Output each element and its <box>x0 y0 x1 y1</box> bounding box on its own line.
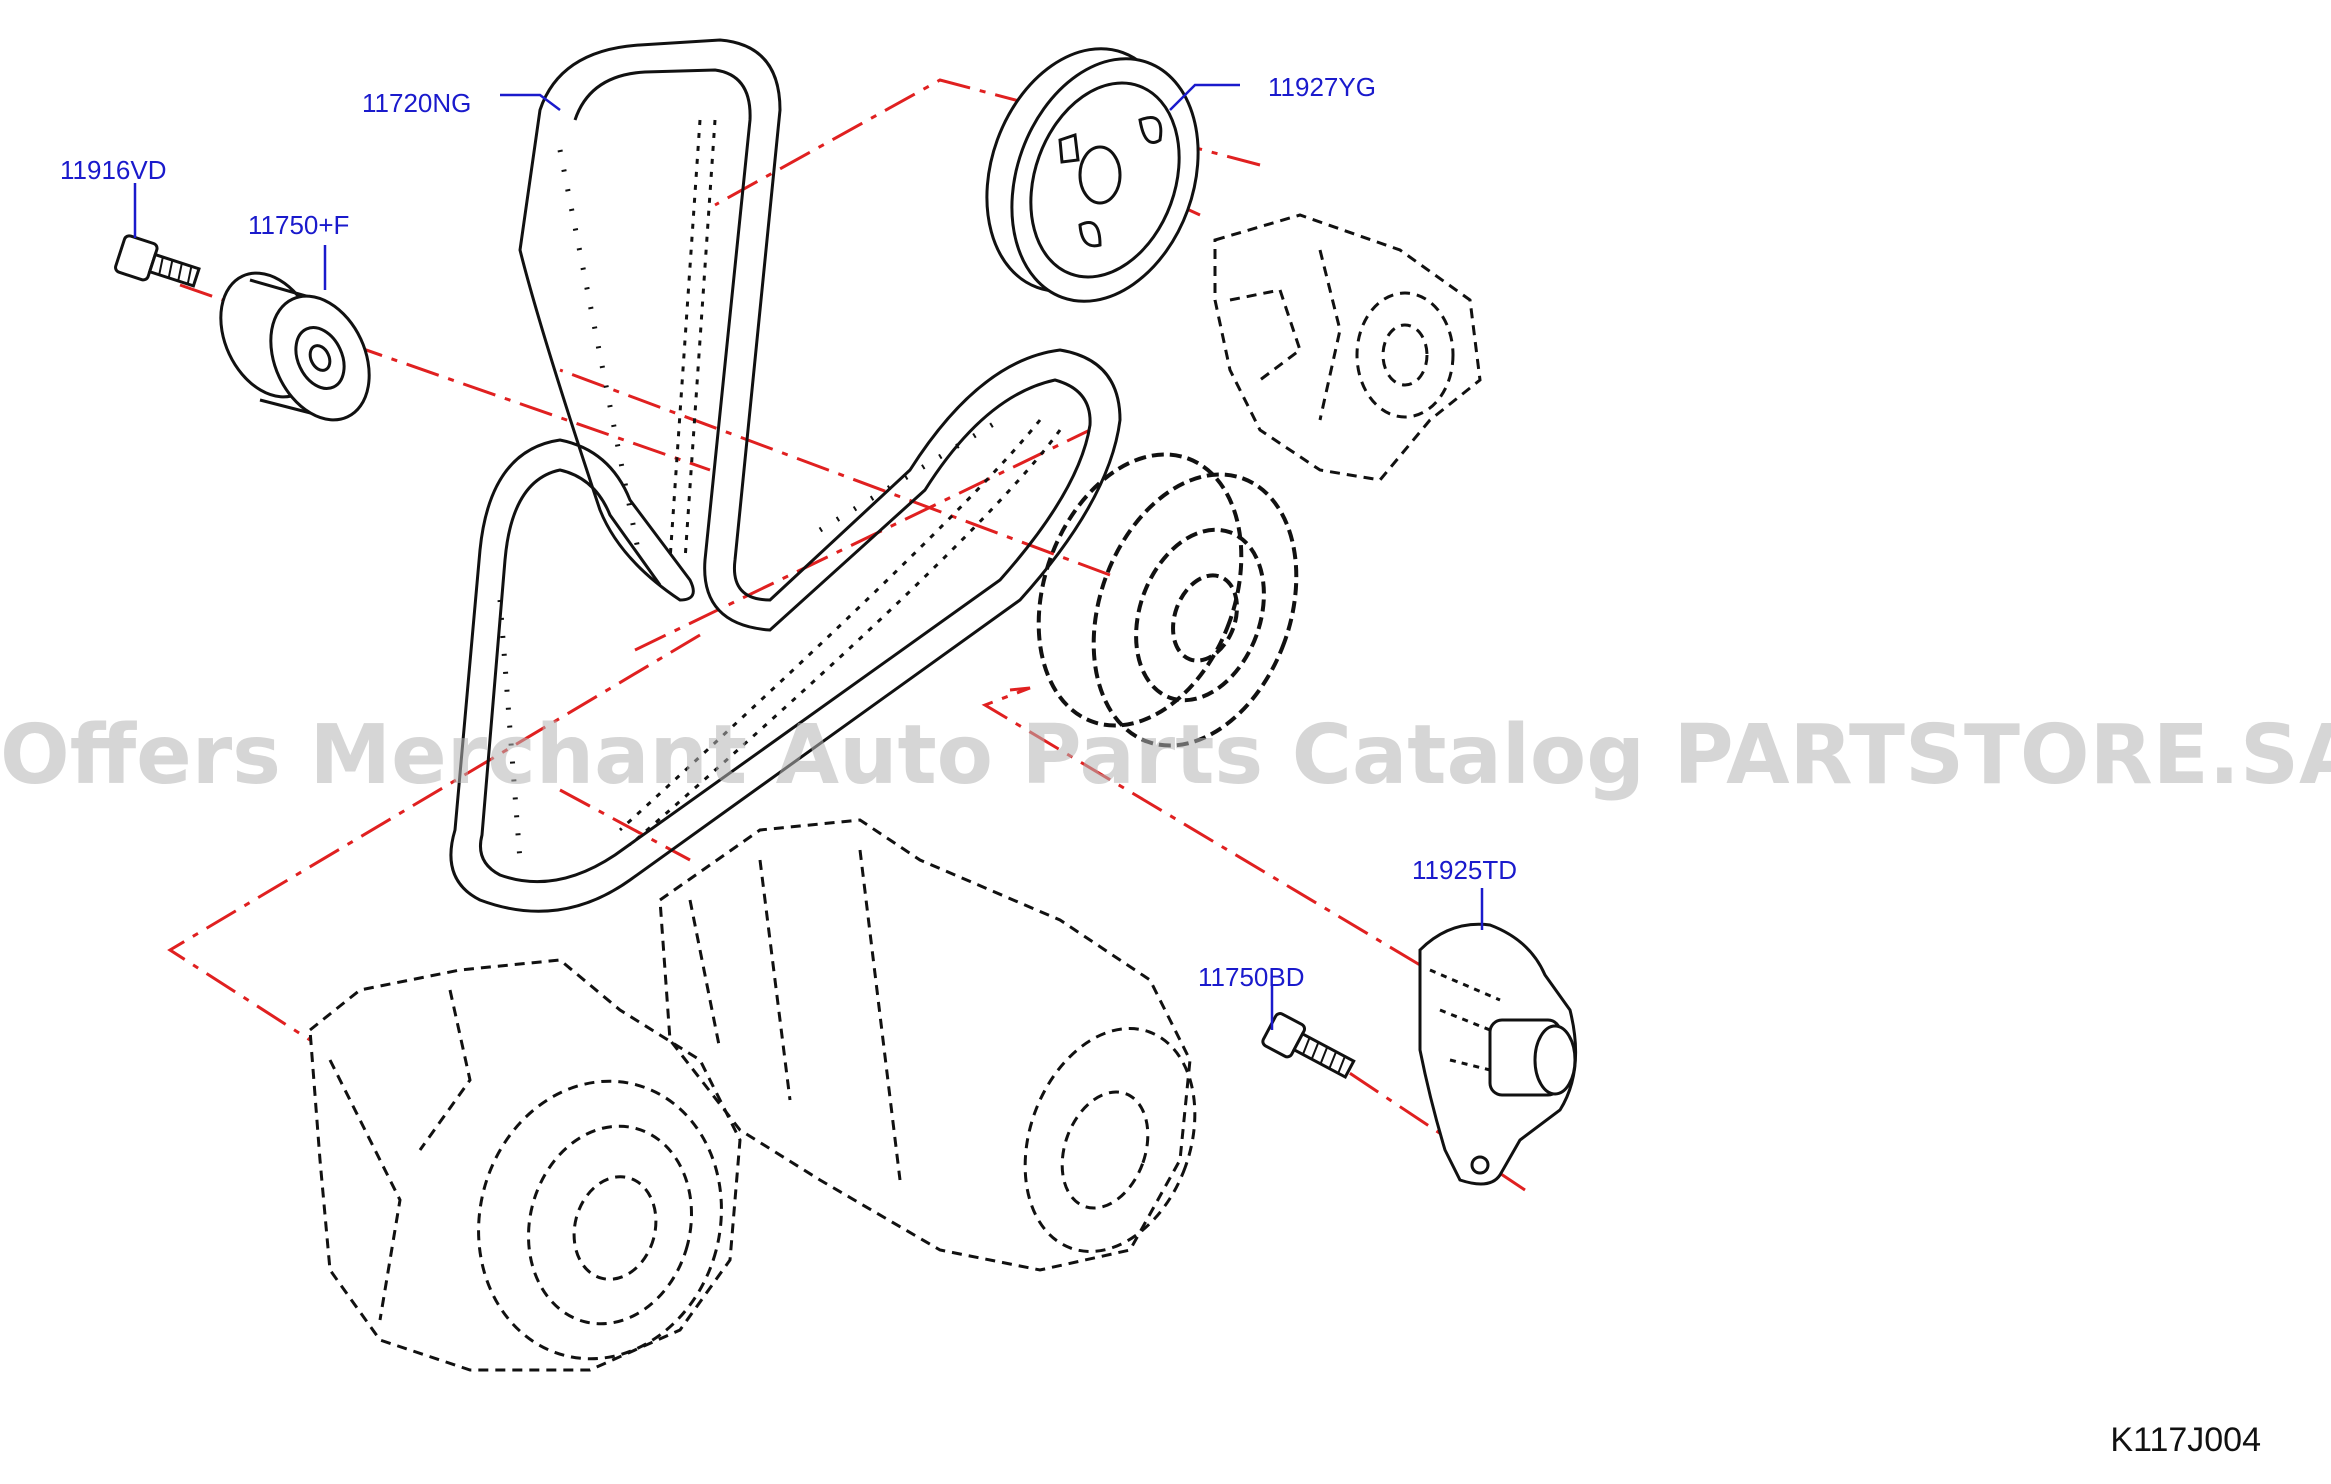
drive-belt[interactable] <box>449 38 1122 913</box>
power-steering-pulley[interactable] <box>955 22 1231 327</box>
crankshaft-pulley <box>1036 452 1299 748</box>
part-label-11720ng[interactable]: 11720NG <box>362 88 472 118</box>
centerlines <box>167 78 1526 1192</box>
part-label-11750bd[interactable]: 11750BD <box>1198 962 1305 992</box>
tensioner-bolt[interactable] <box>1261 1012 1357 1086</box>
idler-pulley[interactable] <box>202 257 389 436</box>
ac-compressor <box>658 818 1197 1272</box>
leader-lines <box>133 83 1484 1030</box>
part-label-11750f[interactable]: 11750+F <box>248 210 350 240</box>
belt-tensioner[interactable] <box>1418 922 1578 1186</box>
part-label-11925td[interactable]: 11925TD <box>1412 855 1518 885</box>
diagram-code: K117J004 <box>2110 1421 2261 1459</box>
part-label-11916vd[interactable]: 11916VD <box>60 155 167 185</box>
idler-bolt[interactable] <box>114 234 202 296</box>
part-label-11927yg[interactable]: 11927YG <box>1268 72 1376 102</box>
alternator <box>308 958 742 1372</box>
power-steering-pump <box>1213 213 1482 482</box>
